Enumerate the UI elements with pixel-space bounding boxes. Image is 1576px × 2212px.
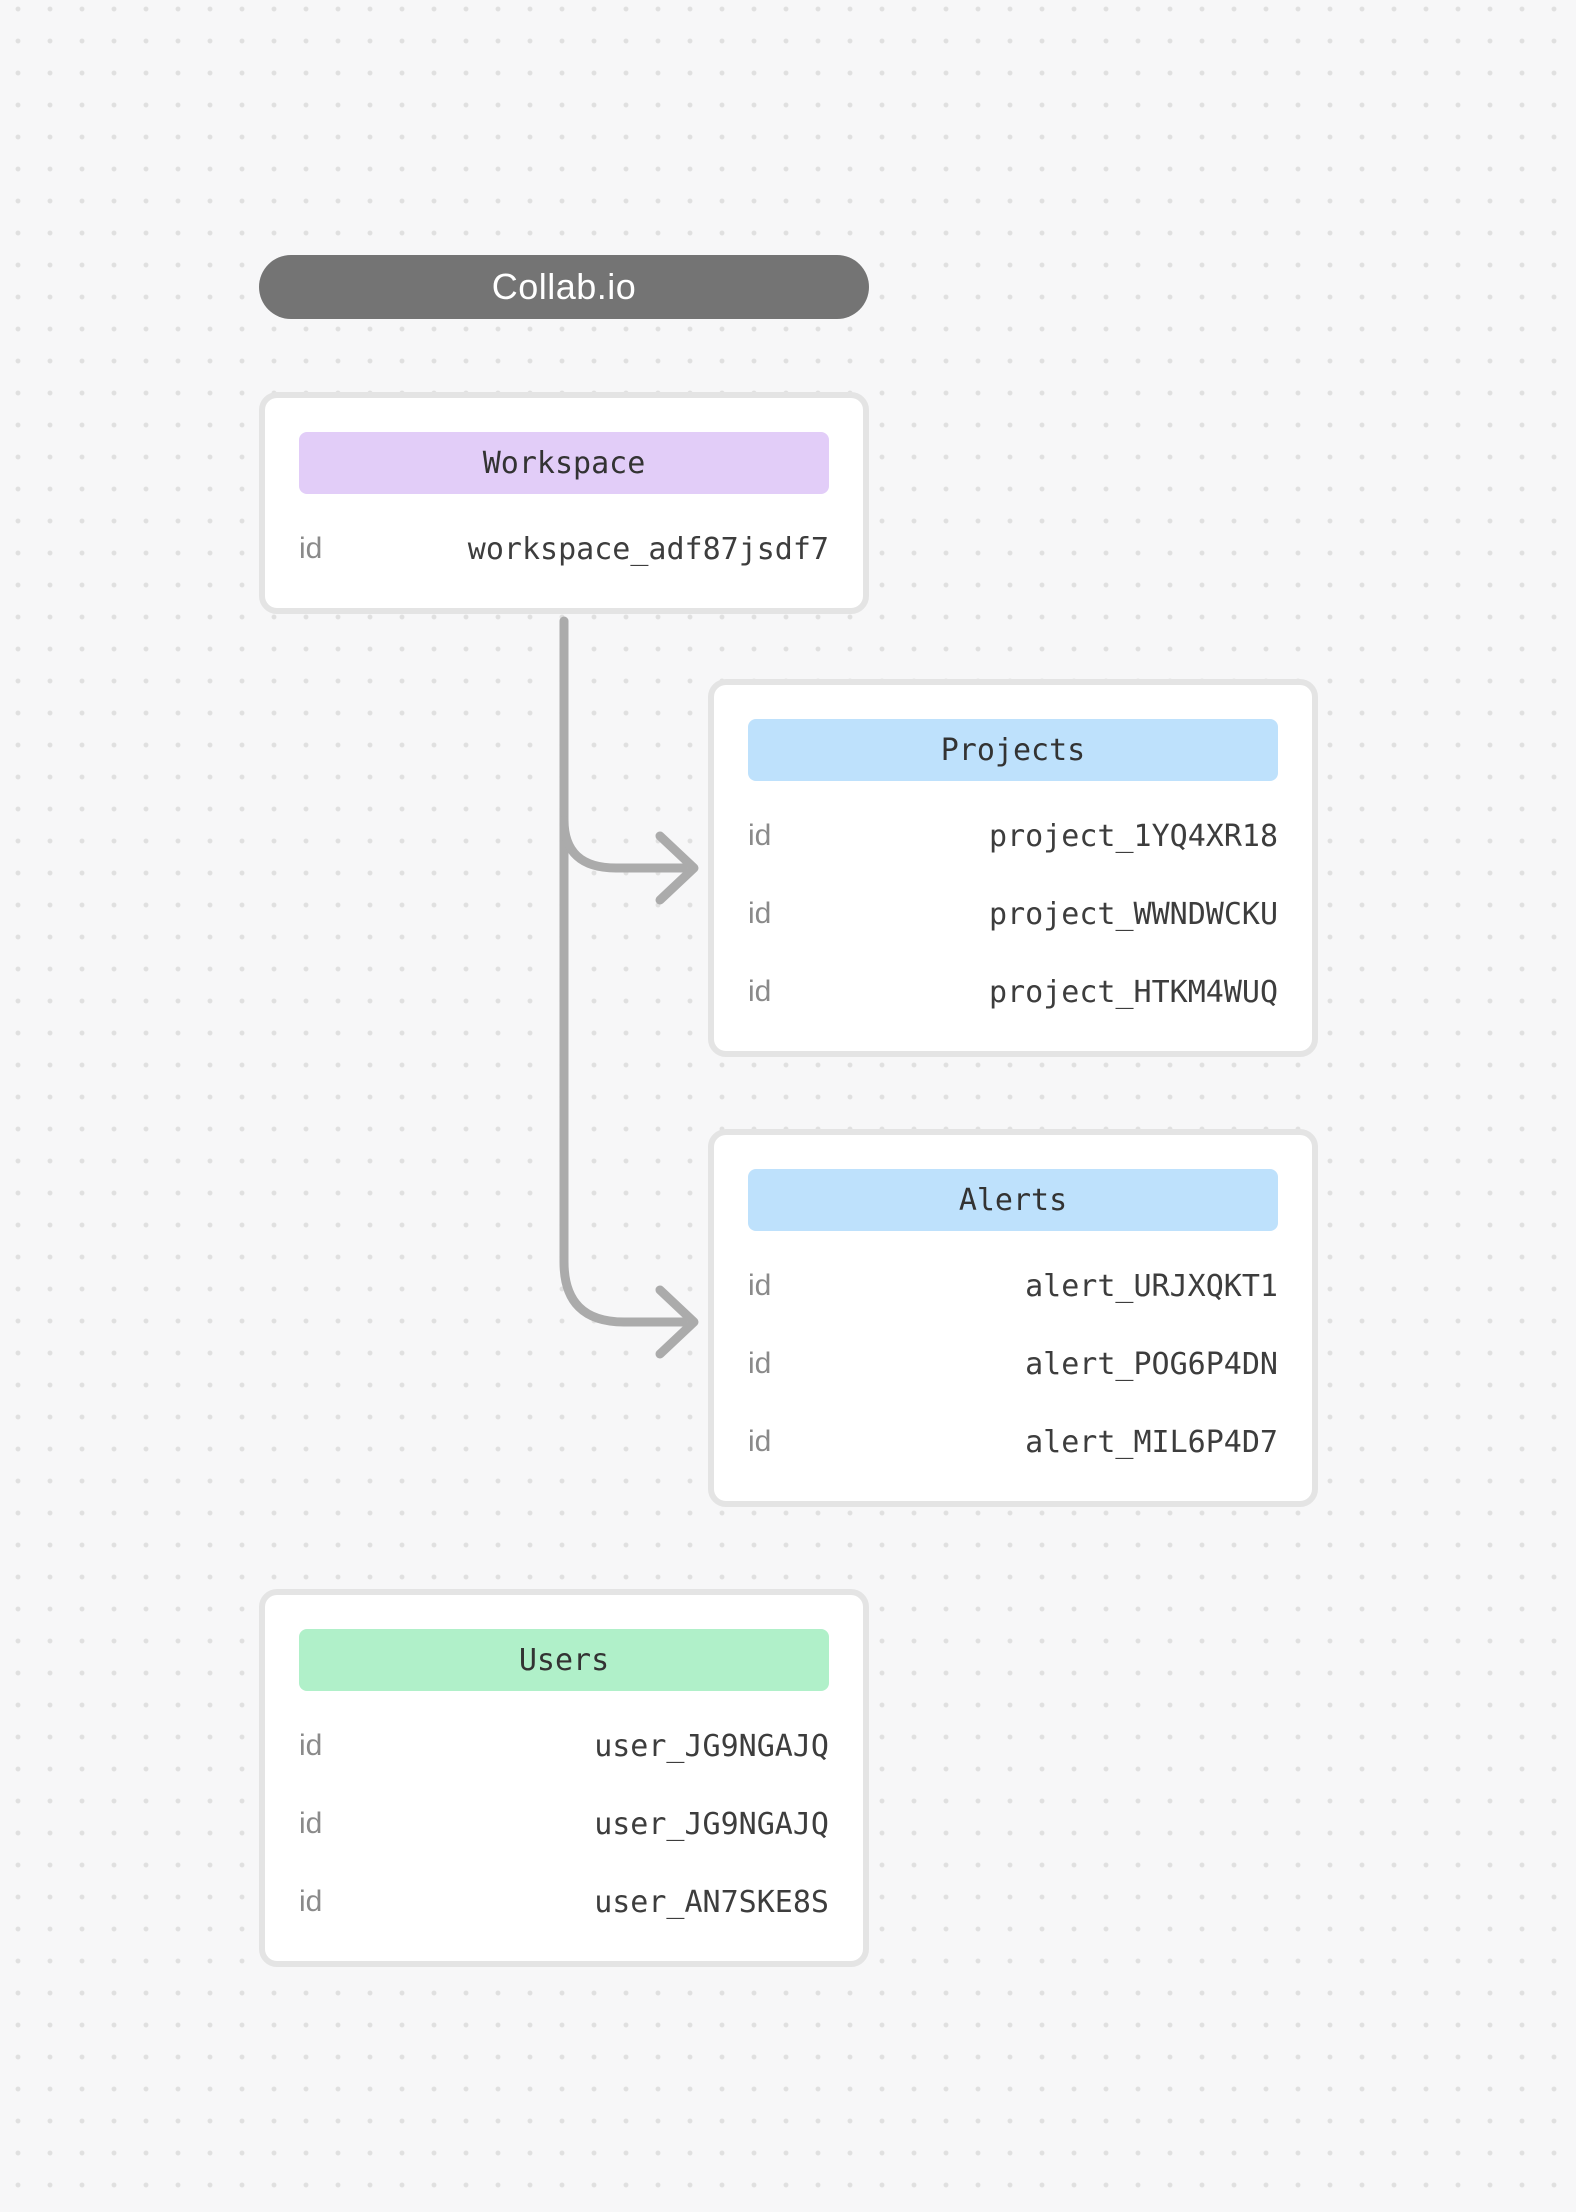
field-label: id [299,532,323,565]
field-value: project_WWNDWCKU [989,896,1278,932]
field-row: id project_1YQ4XR18 [748,797,1278,875]
field-value: alert_MIL6P4D7 [1025,1424,1278,1460]
field-label: id [299,1885,323,1918]
field-row: id user_AN7SKE8S [299,1863,829,1941]
edge-workspace-to-alerts [559,616,699,1359]
node-users[interactable]: Users id user_JG9NGAJQ id user_JG9NGAJQ … [259,1589,869,1967]
field-value: alert_POG6P4DN [1025,1346,1278,1382]
alerts-header: Alerts [748,1169,1278,1231]
field-value: project_HTKM4WUQ [989,974,1278,1010]
field-label: id [748,1269,772,1302]
node-projects[interactable]: Projects id project_1YQ4XR18 id project_… [708,679,1318,1057]
workspace-header: Workspace [299,432,829,494]
field-row: id project_HTKM4WUQ [748,953,1278,1031]
field-label: id [748,897,772,930]
field-row: id alert_POG6P4DN [748,1325,1278,1403]
field-label: id [748,819,772,852]
edge-workspace-to-projects [559,815,699,905]
projects-header: Projects [748,719,1278,781]
field-row: id user_JG9NGAJQ [299,1785,829,1863]
field-label: id [299,1807,323,1840]
field-value: project_1YQ4XR18 [989,818,1278,854]
field-value: user_JG9NGAJQ [594,1728,829,1764]
field-row: id alert_URJXQKT1 [748,1247,1278,1325]
field-row: id project_WWNDWCKU [748,875,1278,953]
field-label: id [748,1425,772,1458]
field-row: id user_JG9NGAJQ [299,1707,829,1785]
node-workspace[interactable]: Workspace id workspace_adf87jsdf7 [259,392,869,614]
node-alerts[interactable]: Alerts id alert_URJXQKT1 id alert_POG6P4… [708,1129,1318,1507]
field-row: id alert_MIL6P4D7 [748,1403,1278,1481]
field-label: id [299,1729,323,1762]
field-value: user_AN7SKE8S [594,1884,829,1920]
field-value: workspace_adf87jsdf7 [467,531,829,567]
users-header: Users [299,1629,829,1691]
edge-line [559,616,688,1327]
field-value: alert_URJXQKT1 [1025,1268,1278,1304]
field-row: id workspace_adf87jsdf7 [299,510,829,588]
field-value: user_JG9NGAJQ [594,1806,829,1842]
edge-arrowhead-icon [655,1285,699,1359]
app-title-pill[interactable]: Collab.io [259,255,869,319]
field-label: id [748,975,772,1008]
field-label: id [748,1347,772,1380]
edge-line [559,815,688,873]
edge-arrowhead-icon [655,831,699,905]
